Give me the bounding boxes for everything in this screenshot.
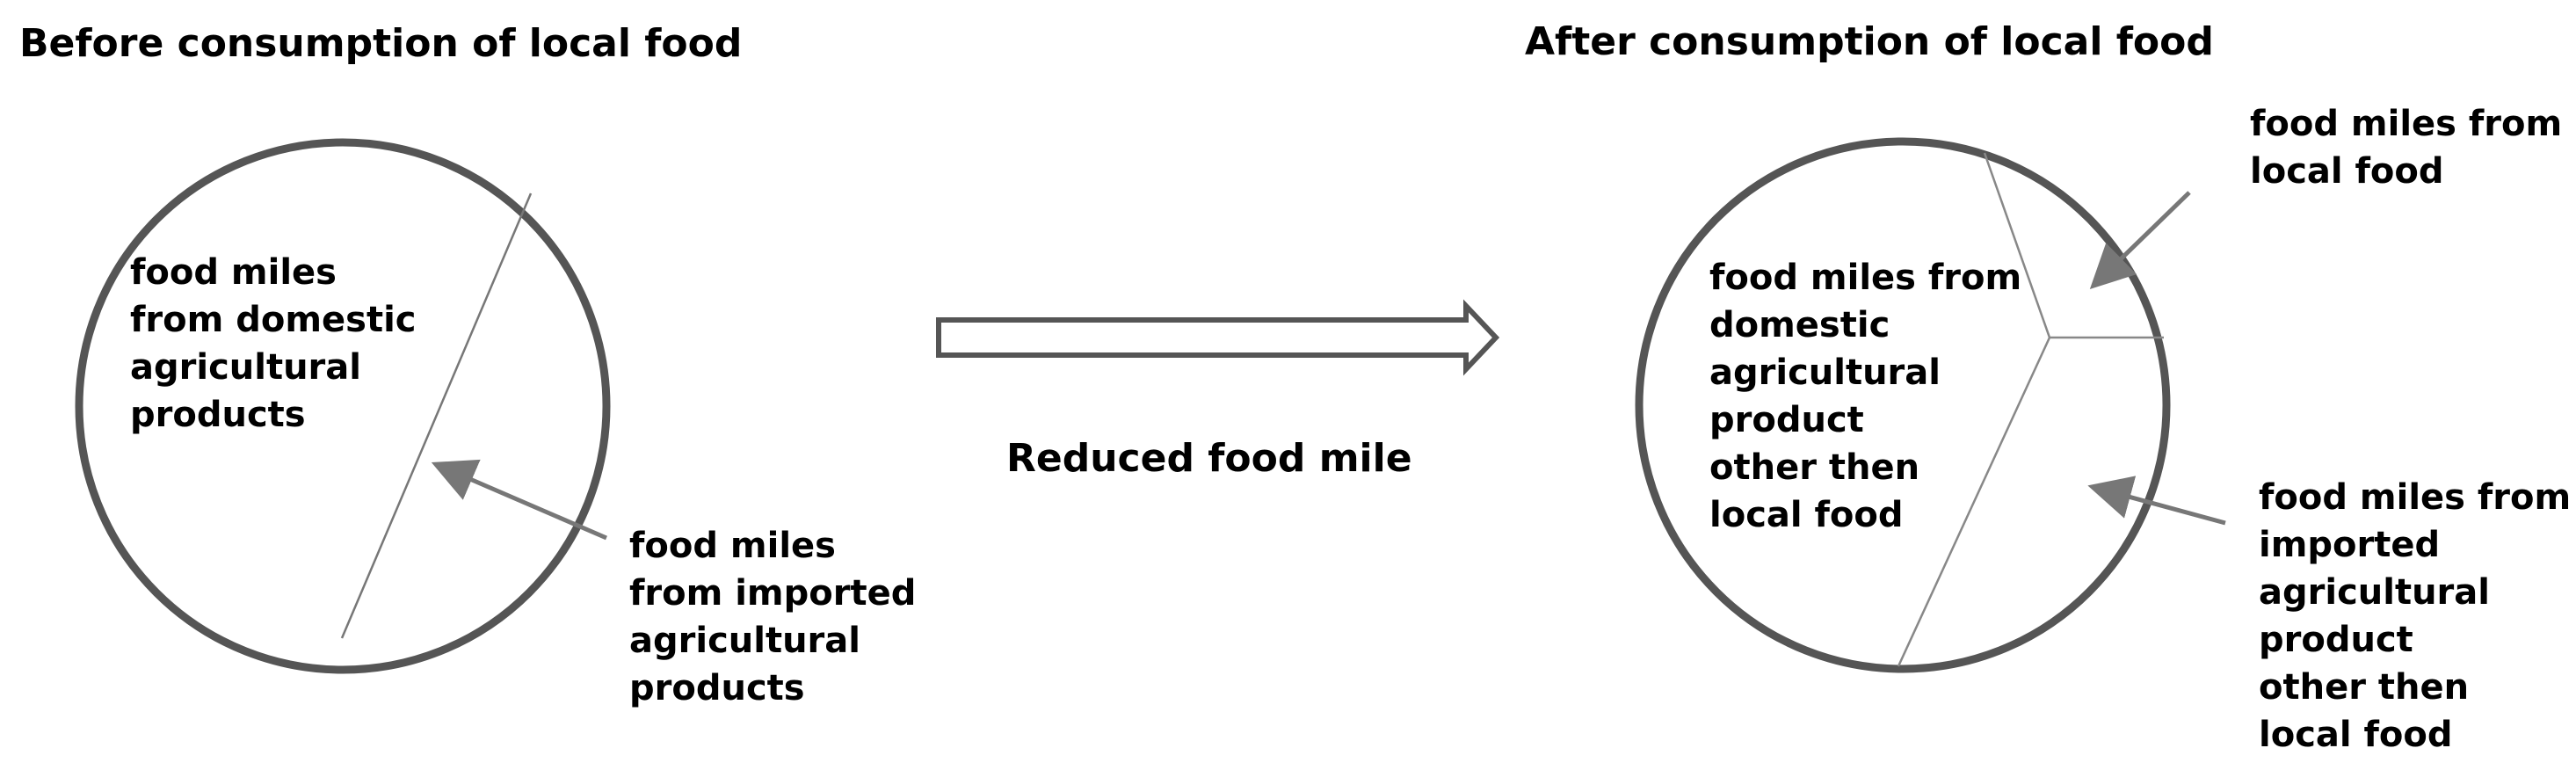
after-imported-line: food miles from [2259,477,2572,518]
after-divider-local-upper [1983,152,2051,338]
after-local-line: local food [2250,151,2444,192]
before-circle [75,138,611,674]
after-domestic-line: agricultural [1709,352,1941,393]
before-imported-label: food miles from imported agricultural pr… [629,522,916,712]
after-title: After consumption of local food [1525,19,2214,64]
after-domestic-line: food miles from [1709,258,2022,298]
after-imported-line: other then [2259,667,2470,708]
after-local-label: food miles from local food [2250,100,2562,195]
before-imported-line: food miles [629,526,836,566]
before-imported-line: from imported [629,573,917,614]
before-imported-line: products [629,668,805,708]
before-imported-line: agricultural [629,621,860,661]
after-circle [1635,137,2171,673]
after-domestic-line: other then [1709,447,1920,488]
after-divider-lower [1897,337,2051,667]
before-domestic-label: food miles from domestic agricultural pr… [130,249,417,439]
before-domestic-line: from domestic [130,300,417,340]
after-domestic-line: local food [1709,495,1904,535]
transition-label: Reduced food mile [1006,436,1412,481]
after-imported-line: imported [2259,525,2441,565]
before-title: Before consumption of local food [19,21,743,66]
after-domestic-line: domestic [1709,305,1890,345]
after-local-pointer-arrow [2089,191,2191,289]
before-domestic-line: food miles [130,252,337,293]
after-domestic-label: food miles from domestic agricultural pr… [1709,254,2021,539]
before-imported-pointer-arrow [431,459,607,541]
after-imported-label: food miles from imported agricultural pr… [2259,474,2571,759]
after-imported-pointer-arrow [2087,476,2226,526]
before-domestic-line: products [130,395,306,435]
reduced-food-mile-arrow [936,299,1500,376]
after-imported-line: agricultural [2259,572,2490,613]
after-local-line: food miles from [2250,104,2563,144]
after-imported-line: local food [2259,715,2453,755]
before-domestic-line: agricultural [130,347,361,388]
after-domestic-line: product [1709,400,1864,440]
before-divider [340,192,533,639]
after-imported-line: product [2259,620,2413,660]
